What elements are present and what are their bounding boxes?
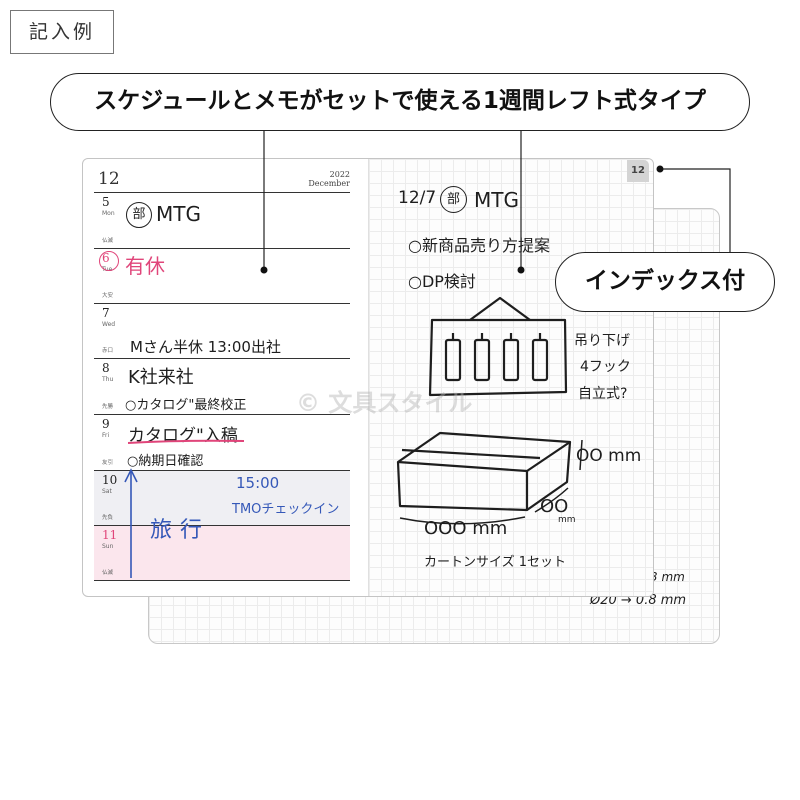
index-callout: インデックス付 bbox=[555, 252, 775, 312]
memo-carton: カートンサイズ 1セット bbox=[424, 555, 567, 570]
mon-badge: 部 bbox=[126, 202, 152, 228]
day-row-10: 10 Sat 先負 bbox=[94, 470, 350, 525]
rokuyo: 仏滅 bbox=[102, 570, 114, 576]
day-row-7: 7 Wed 赤口 bbox=[94, 303, 350, 358]
sat-time: 15:00 bbox=[236, 474, 280, 492]
callout-leader-index bbox=[660, 168, 731, 252]
day-row-11: 11 Sun 仏滅 bbox=[94, 525, 350, 581]
feature-callout: スケジュールとメモがセットで使える1週間レフト式タイプ bbox=[50, 73, 750, 131]
weekday: Wed bbox=[102, 321, 116, 328]
memo-item-1: ○新商品売り方提案 bbox=[408, 236, 550, 255]
month-name: December bbox=[308, 179, 350, 188]
day-row-5: 5 Mon 仏滅 bbox=[94, 192, 350, 248]
memo-badge: 部 bbox=[440, 186, 467, 213]
rokuyo: 大安 bbox=[102, 293, 114, 299]
month-index-tab: 12 bbox=[627, 160, 649, 182]
day-row-9: 9 Fri 友引 bbox=[94, 414, 350, 470]
pink-underline bbox=[127, 439, 245, 444]
weekday: Mon bbox=[102, 210, 115, 217]
weekday: Sat bbox=[102, 488, 112, 495]
day-number: 9 bbox=[102, 417, 110, 431]
memo-note-1: 吊り下げ bbox=[574, 333, 630, 349]
sat-checkin: TMOチェックイン bbox=[232, 502, 340, 517]
day-number: 7 bbox=[102, 306, 110, 320]
watermark: © 文具スタイル bbox=[296, 389, 473, 417]
back-note-1: 3 mm bbox=[650, 570, 685, 584]
year-block: 2022 December bbox=[290, 170, 350, 188]
display-stand-sketch bbox=[428, 296, 568, 397]
planner-spread bbox=[82, 158, 654, 597]
day-row-8: 8 Thu 先勝 bbox=[94, 358, 350, 414]
rokuyo: 赤口 bbox=[102, 348, 114, 354]
day-number: 8 bbox=[102, 361, 110, 375]
example-label: 記入例 bbox=[10, 10, 114, 54]
leader-dot-right bbox=[517, 266, 525, 274]
memo-dim-1: OO mm bbox=[576, 446, 642, 466]
thu-line1: K社来社 bbox=[128, 367, 194, 388]
memo-note-3: 自立式? bbox=[578, 386, 628, 402]
day-number: 5 bbox=[102, 195, 110, 209]
travel-arrow-head bbox=[124, 468, 138, 483]
day-number: 11 bbox=[102, 528, 118, 542]
rokuyo: 先負 bbox=[102, 515, 114, 521]
weekday: Fri bbox=[102, 432, 110, 439]
rokuyo: 仏滅 bbox=[102, 238, 114, 244]
memo-grid-page bbox=[368, 159, 653, 596]
leader-dot-index bbox=[656, 165, 664, 173]
memo-dim-2: OO bbox=[540, 496, 569, 517]
rokuyo: 先勝 bbox=[102, 404, 114, 410]
wed-text: Mさん半休 13:00出社 bbox=[130, 338, 281, 356]
weekday: Thu bbox=[102, 376, 114, 383]
callout-leader-main bbox=[263, 131, 522, 270]
memo-title: MTG bbox=[474, 188, 519, 212]
leader-dot-left bbox=[260, 266, 268, 274]
thu-line2: ○カタログ"最終校正 bbox=[125, 398, 247, 413]
mon-text: MTG bbox=[156, 202, 201, 226]
tue-text: 有休 bbox=[125, 254, 165, 278]
year-number: 2022 bbox=[329, 170, 350, 179]
memo-note-2: 4フック bbox=[580, 359, 631, 375]
day-number: 10 bbox=[102, 473, 118, 487]
month-number: 12 bbox=[98, 169, 120, 189]
carton-box-sketch bbox=[396, 431, 583, 525]
tue-circle bbox=[99, 251, 119, 271]
travel-text: 旅行 bbox=[150, 518, 211, 543]
memo-dim-2-unit: mm bbox=[558, 515, 576, 525]
weekday: Sun bbox=[102, 543, 114, 550]
memo-date: 12/7 bbox=[398, 188, 437, 208]
rokuyo: 友引 bbox=[102, 460, 114, 466]
memo-item-2: ○DP検討 bbox=[408, 272, 476, 291]
fri-line2: ○納期日確認 bbox=[127, 454, 204, 469]
